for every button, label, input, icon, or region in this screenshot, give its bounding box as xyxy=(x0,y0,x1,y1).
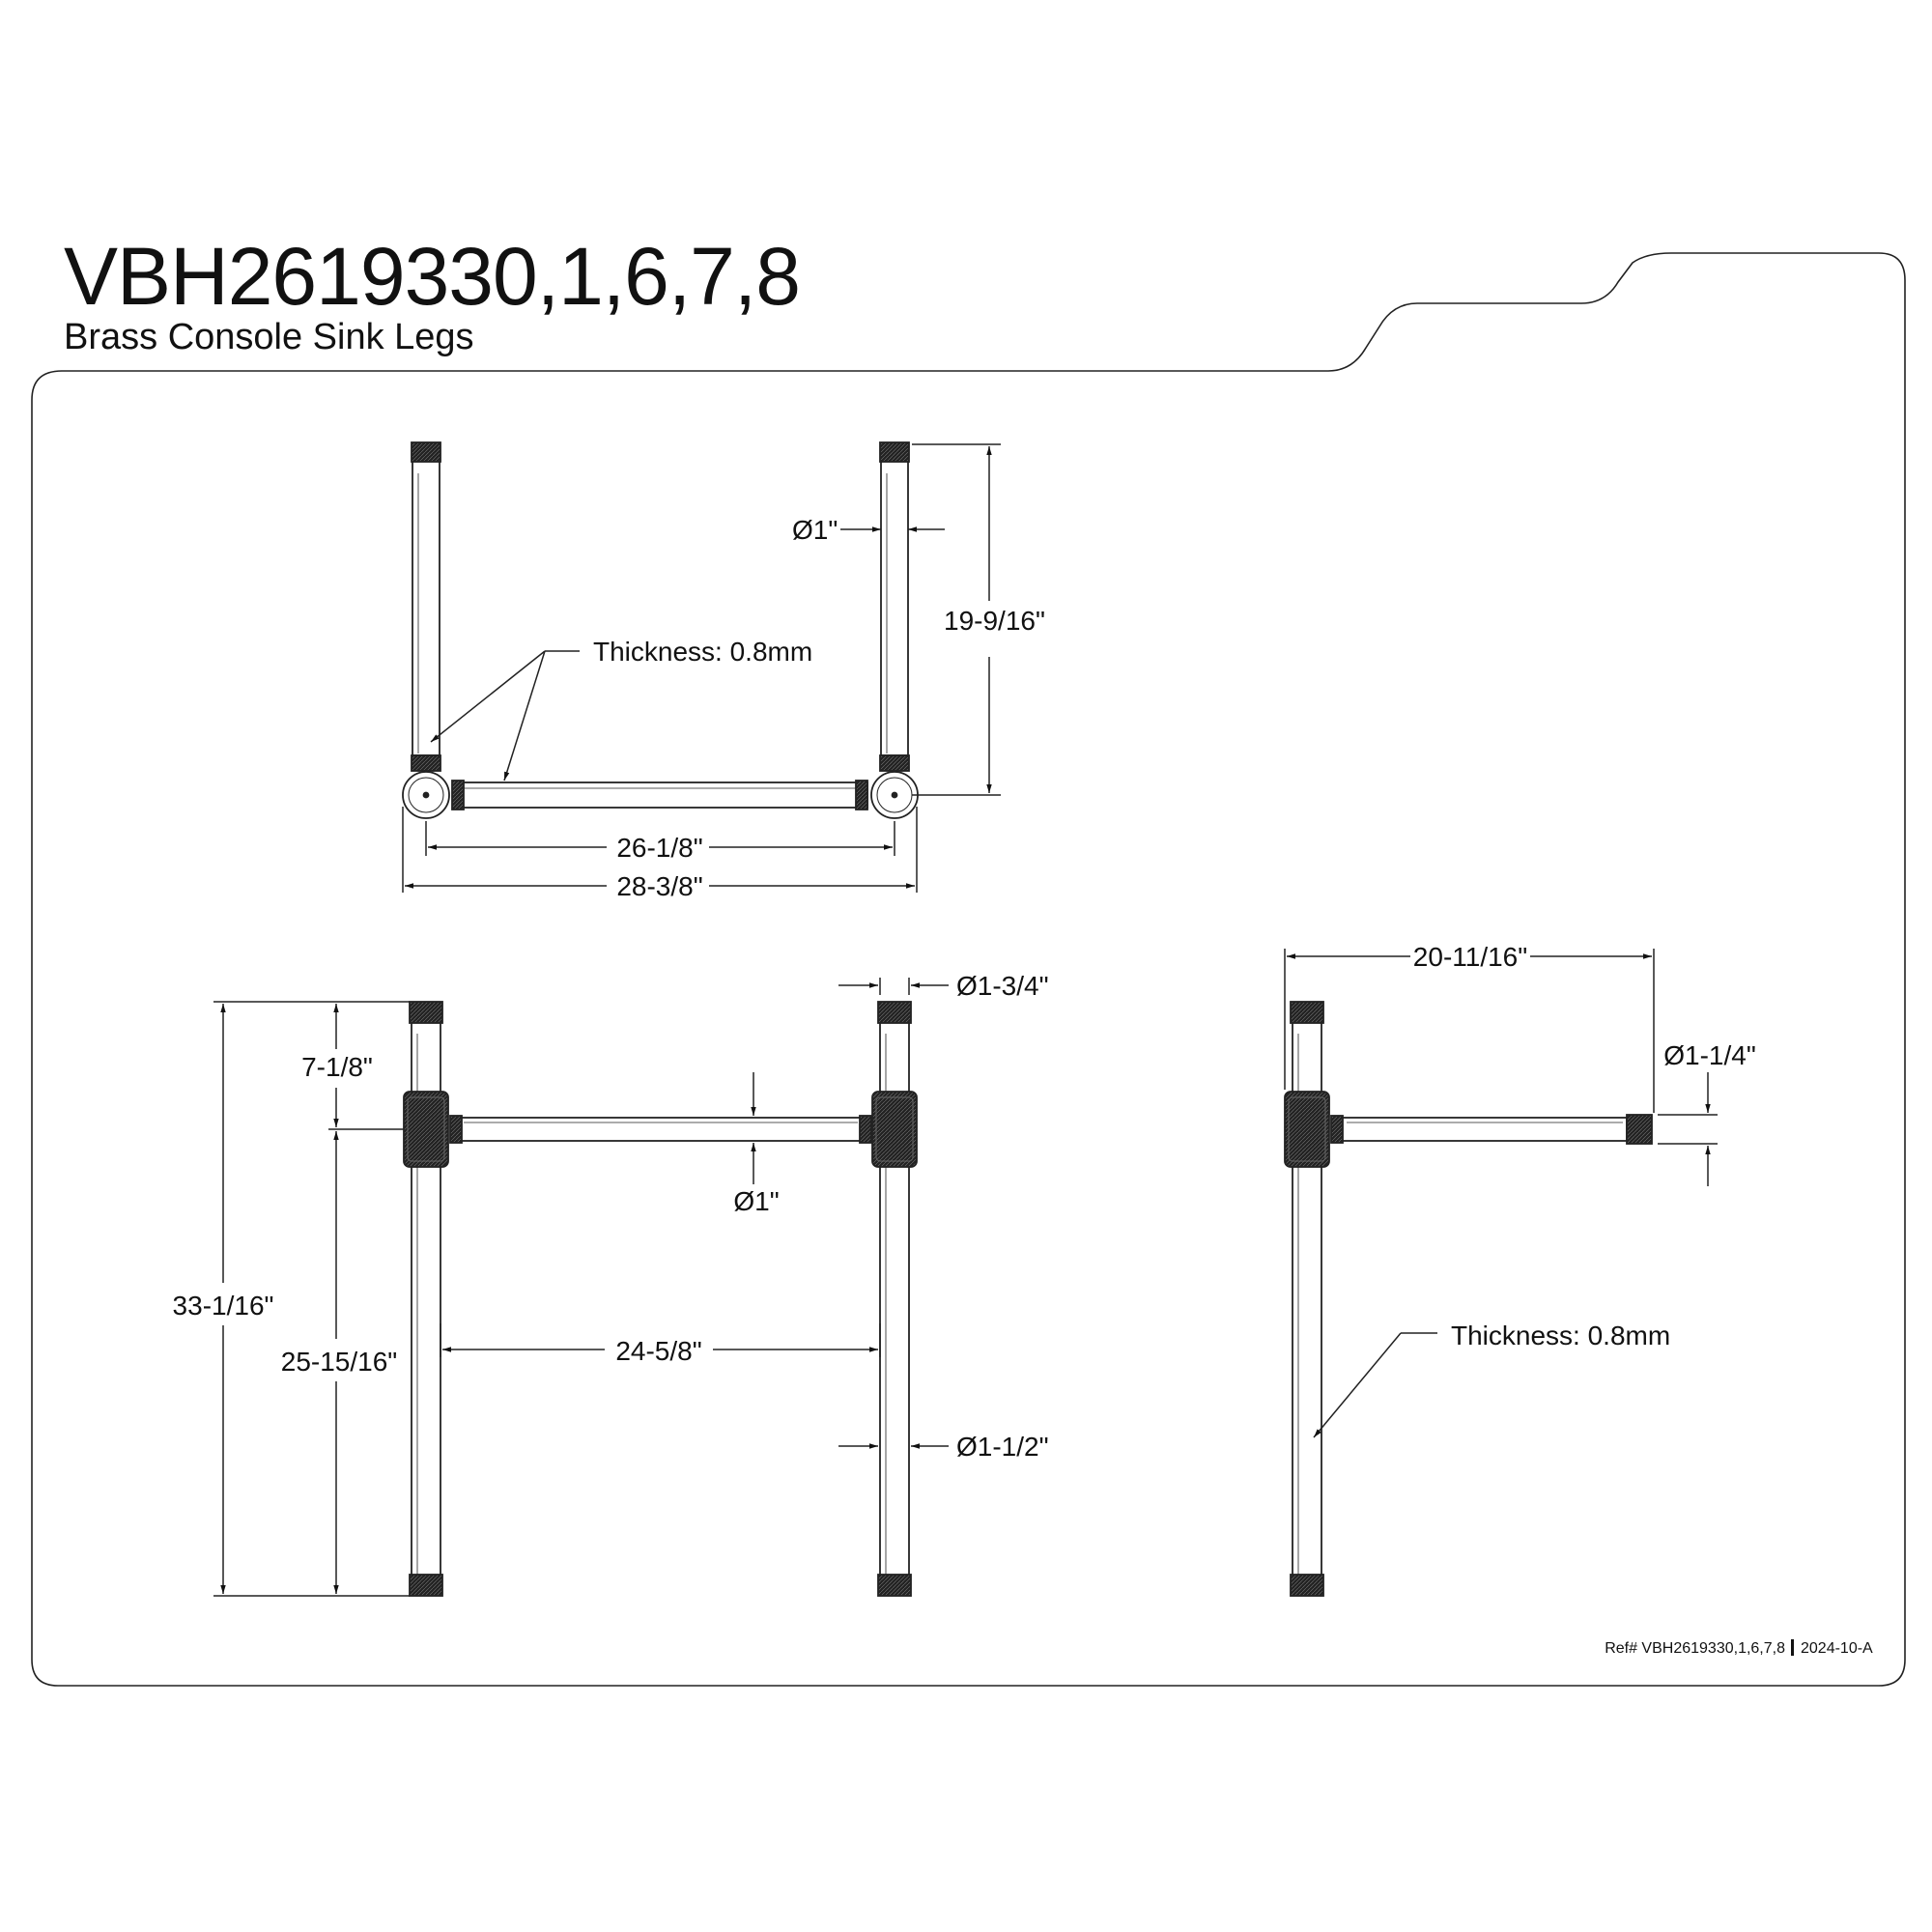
front-bar-diameter-label: Ø1" xyxy=(733,1186,779,1216)
reference-number: Ref# VBH2619330,1,6,7,8 xyxy=(1605,1640,1785,1657)
foot-knurled xyxy=(877,1574,912,1597)
top-view xyxy=(402,441,919,819)
top-height-label: 19-9/16" xyxy=(944,606,1045,636)
arm-end-cap xyxy=(1626,1114,1653,1145)
ref-separator xyxy=(1791,1639,1794,1656)
cap-knurled xyxy=(1290,1001,1324,1024)
cap-knurled xyxy=(409,1001,443,1024)
front-inner-span-label: 24-5/8" xyxy=(615,1336,701,1366)
revision-code: 2024-10-A xyxy=(1801,1640,1873,1657)
model-number: VBH2619330,1,6,7,8 xyxy=(64,231,801,322)
top-outer-width-label: 28-3/8" xyxy=(616,871,702,901)
front-total-height-label: 33-1/16" xyxy=(173,1291,274,1321)
drawing-frame xyxy=(31,252,1906,1687)
top-thickness-label: Thickness: 0.8mm xyxy=(593,637,812,667)
foot-knurled xyxy=(1290,1574,1324,1597)
top-inner-width-label: 26-1/8" xyxy=(616,833,702,863)
front-leg-diameter-label: Ø1-1/2" xyxy=(956,1432,1049,1462)
cap-knurled xyxy=(877,1001,912,1024)
cap-knurled xyxy=(411,441,441,463)
front-view xyxy=(403,1001,918,1597)
top-view-dimensions xyxy=(402,443,1001,893)
side-thickness-label: Thickness: 0.8mm xyxy=(1451,1321,1670,1350)
front-upper-height-label: 7-1/8" xyxy=(301,1052,373,1082)
side-arm-diameter-label: Ø1-1/4" xyxy=(1663,1040,1756,1070)
side-depth-label: 20-11/16" xyxy=(1413,942,1527,972)
front-lower-height-label: 25-15/16" xyxy=(281,1347,397,1377)
foot-knurled xyxy=(409,1574,443,1597)
cap-knurled xyxy=(879,441,910,463)
front-post-diameter-label: Ø1-3/4" xyxy=(956,971,1049,1001)
product-name: Brass Console Sink Legs xyxy=(64,317,474,357)
side-view xyxy=(1284,1001,1653,1597)
top-diameter-label: Ø1" xyxy=(792,515,838,545)
front-view-dimensions xyxy=(213,978,949,1597)
side-view-dimensions xyxy=(1284,949,1718,1438)
